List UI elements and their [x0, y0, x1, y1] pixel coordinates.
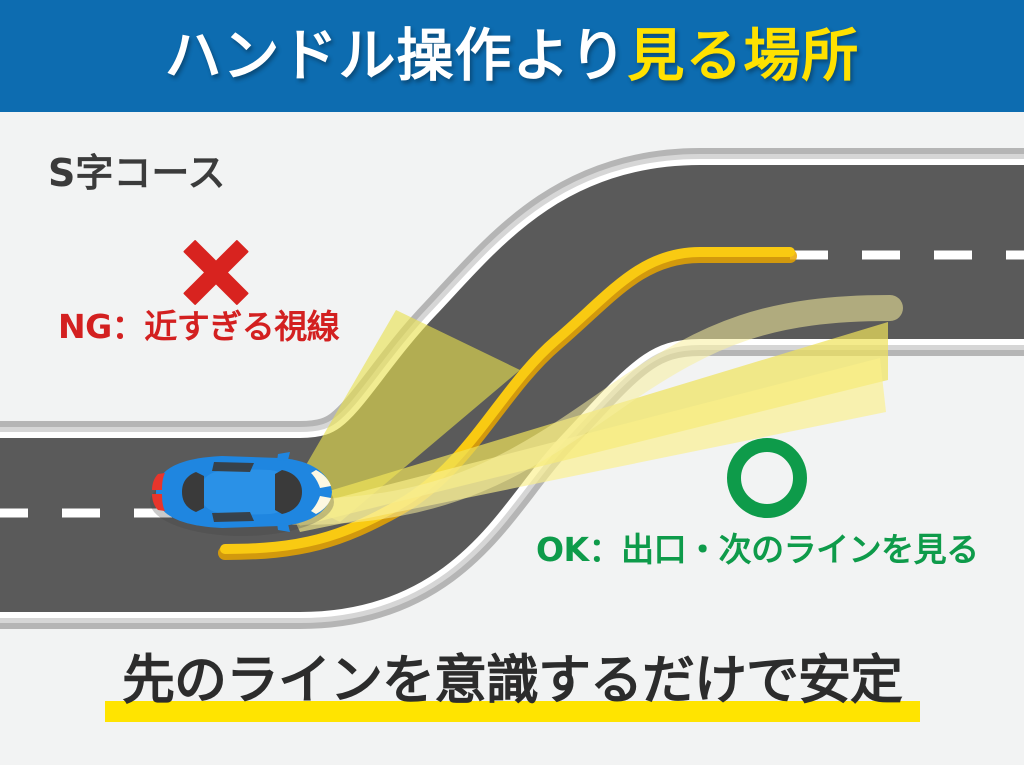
footer-area: 先のラインを意識するだけで安定 — [0, 640, 1024, 765]
page-title-primary: ハンドル操作より — [164, 22, 628, 89]
ok-label: OK：出口・次のラインを見る — [536, 530, 979, 569]
road-diagram: S字コース NG：近すぎる視線 OK：出口・次のラインを見る — [0, 112, 1024, 640]
course-label: S字コース — [48, 151, 226, 195]
x-mark-icon — [178, 234, 254, 310]
header-banner: ハンドル操作より見る場所 — [0, 0, 1024, 112]
center-dashed-line — [0, 250, 1024, 518]
gaze-beam-glow — [282, 295, 903, 525]
ideal-racing-line — [218, 247, 797, 560]
ng-label: NG：近すぎる視線 — [58, 307, 340, 346]
footer-highlight-bar — [105, 701, 920, 722]
s-curve-road-illustration — [0, 148, 1024, 629]
ng-gaze-cone — [288, 310, 520, 522]
footer-text: 先のラインを意識するだけで安定 — [122, 650, 903, 711]
circle-ok-icon — [727, 438, 807, 518]
blue-car — [150, 452, 334, 536]
page-title-accent: 見る場所 — [627, 22, 860, 89]
page-title: ハンドル操作より見る場所 — [165, 27, 860, 85]
